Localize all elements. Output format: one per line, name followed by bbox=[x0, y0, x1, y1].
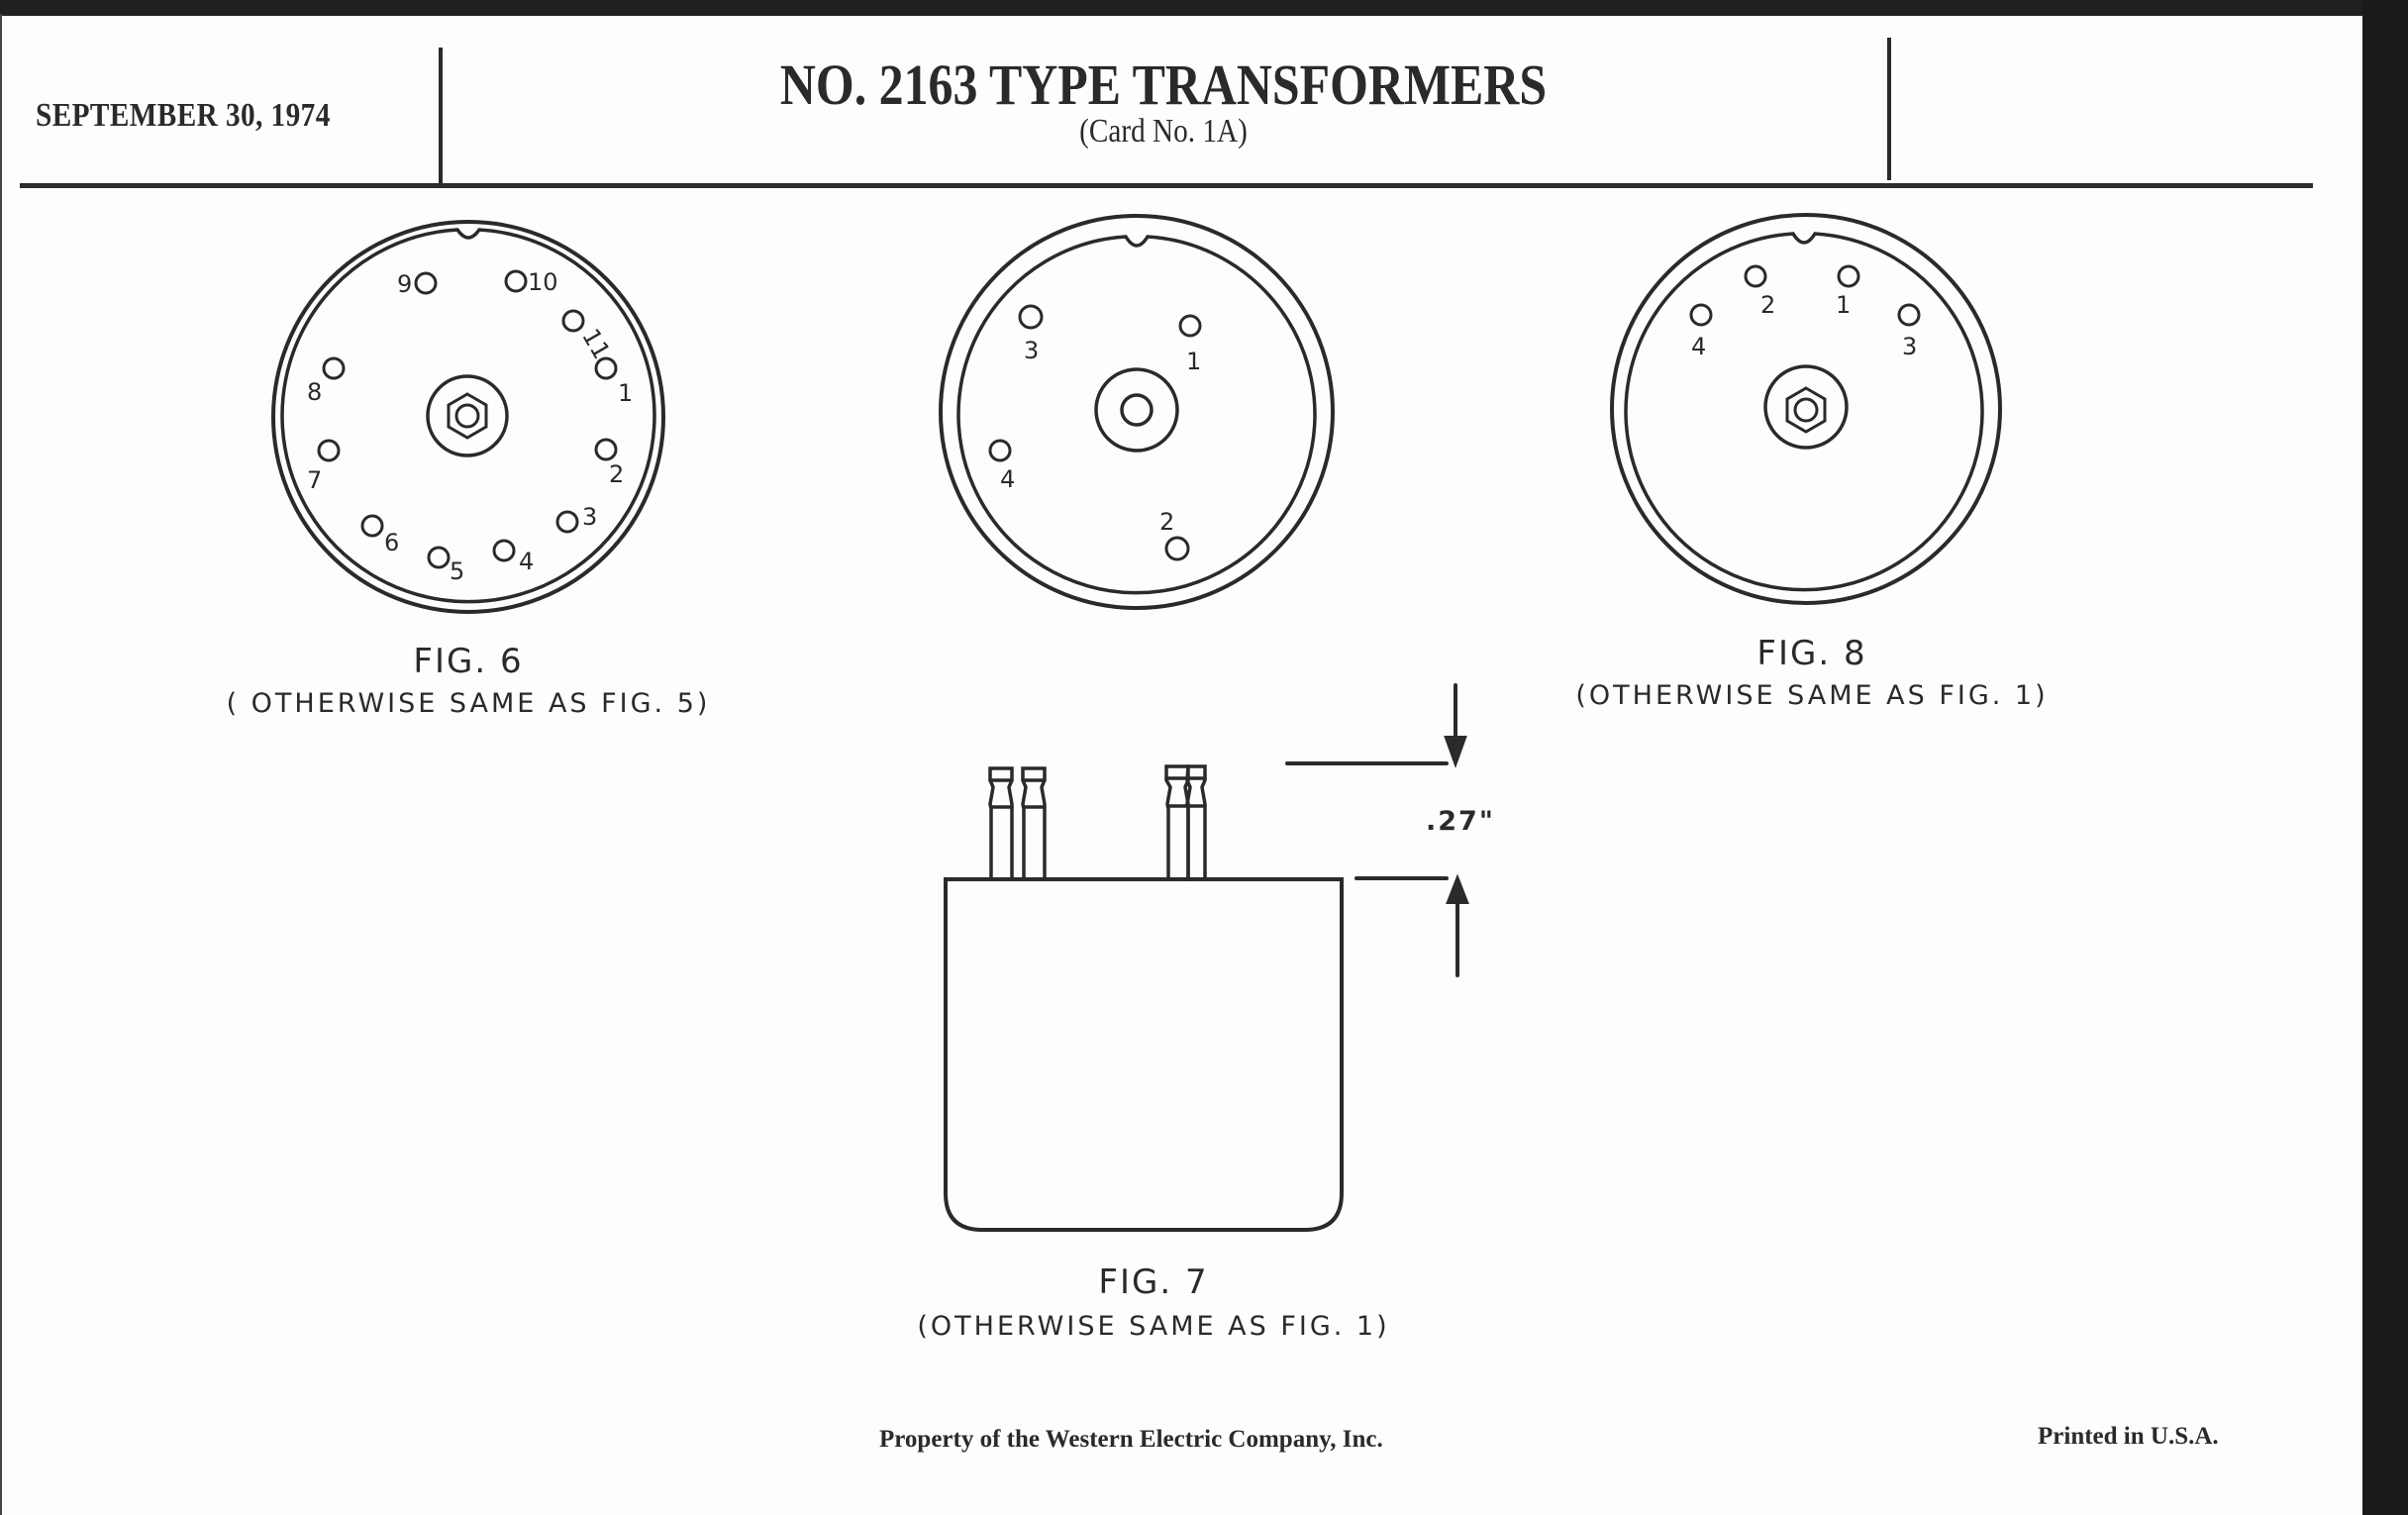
terminal-hole-10 bbox=[504, 269, 528, 293]
fig8-label-4: 4 bbox=[1691, 333, 1706, 360]
footer-printed: Printed in U.S.A. bbox=[2038, 1423, 2219, 1450]
scan-border-left bbox=[0, 14, 2, 1515]
fig8-label-1: 1 bbox=[1836, 291, 1851, 319]
fig6-center-boss bbox=[426, 374, 509, 457]
terminal-hole-4 bbox=[988, 439, 1012, 462]
fig8-center-boss bbox=[1763, 364, 1849, 450]
fig7-dimension-value: .27" bbox=[1426, 806, 1495, 837]
pin bbox=[988, 766, 1014, 880]
fig8-base-drawing bbox=[1610, 213, 2002, 605]
center-stud bbox=[1120, 393, 1154, 427]
center-label-1: 1 bbox=[1186, 348, 1201, 375]
terminal-hole-8 bbox=[322, 356, 346, 380]
card-subtitle: (Card No. 1A) bbox=[1079, 113, 1248, 150]
dim-arrow-top-head bbox=[1444, 736, 1467, 768]
fig8-inner-rim-with-key bbox=[1624, 232, 1984, 592]
fig6-base-drawing bbox=[271, 220, 665, 614]
terminal-hole-2 bbox=[1164, 536, 1190, 561]
fig6-label-2: 2 bbox=[609, 460, 624, 488]
fig6-note: ( OTHERWISE SAME AS FIG. 5) bbox=[226, 688, 711, 719]
terminal-hole-2 bbox=[1744, 264, 1767, 288]
header-divider-left bbox=[439, 48, 443, 186]
card-date: SEPTEMBER 30, 1974 bbox=[36, 97, 331, 134]
scan-border-right bbox=[2362, 0, 2408, 1515]
fig6-title: FIG. 6 bbox=[413, 642, 524, 681]
footer-property: Property of the Western Electric Company… bbox=[879, 1426, 1383, 1453]
fig6-label-5: 5 bbox=[450, 557, 464, 585]
terminal-hole-1 bbox=[594, 356, 618, 380]
fig6-stud bbox=[454, 403, 480, 429]
terminal-hole-3 bbox=[1018, 304, 1044, 330]
terminal-hole-9 bbox=[414, 271, 438, 295]
terminal-hole-3 bbox=[1897, 303, 1921, 327]
fig6-label-7: 7 bbox=[307, 466, 322, 494]
fig6-label-8: 8 bbox=[307, 378, 322, 406]
fig7-terminal-pins bbox=[988, 764, 1207, 880]
card-title: NO. 2163 TYPE TRANSFORMERS bbox=[779, 52, 1548, 117]
fig-center-base-drawing bbox=[939, 214, 1335, 610]
card bbox=[0, 14, 2362, 1515]
dim-arrow-bottom-head bbox=[1446, 873, 1469, 904]
header-divider-right bbox=[1887, 38, 1891, 180]
fig8-note: (OTHERWISE SAME AS FIG. 1) bbox=[1575, 680, 2049, 711]
fig8-label-2: 2 bbox=[1760, 291, 1775, 319]
fig6-label-9: 9 bbox=[397, 270, 412, 298]
fig8-stud bbox=[1793, 397, 1819, 423]
scan-border-top bbox=[0, 0, 2408, 16]
fig6-label-6: 6 bbox=[384, 529, 399, 556]
fig8-outer-rim bbox=[1610, 213, 2002, 605]
terminal-hole-6 bbox=[360, 514, 384, 538]
terminal-hole-2 bbox=[594, 438, 618, 461]
header-rule bbox=[20, 183, 2313, 188]
fig8-label-3: 3 bbox=[1902, 333, 1917, 360]
center-outer-rim bbox=[939, 214, 1335, 610]
fig8-hex-nut bbox=[1785, 386, 1827, 434]
terminal-hole-3 bbox=[555, 510, 579, 534]
terminal-hole-1 bbox=[1178, 314, 1202, 338]
fig7-can-body bbox=[944, 877, 1344, 1232]
fig6-inner-rim-with-key bbox=[280, 228, 656, 604]
center-label-2: 2 bbox=[1159, 508, 1174, 536]
center-label-4: 4 bbox=[1000, 465, 1015, 493]
center-boss bbox=[1094, 367, 1179, 453]
fig7-side-view bbox=[944, 683, 1469, 1232]
terminal-hole-11 bbox=[561, 309, 585, 333]
fig7-title: FIG. 7 bbox=[1098, 1262, 1209, 1302]
terminal-hole-4 bbox=[492, 539, 516, 562]
fig6-outer-rim bbox=[271, 220, 665, 614]
fig6-hex-nut bbox=[447, 392, 488, 440]
fig8-title: FIG. 8 bbox=[1756, 634, 1867, 673]
pin bbox=[1185, 764, 1207, 880]
pin bbox=[1164, 764, 1190, 880]
center-inner-rim-with-key bbox=[956, 235, 1317, 595]
terminal-hole-5 bbox=[427, 546, 451, 569]
fig7-note: (OTHERWISE SAME AS FIG. 1) bbox=[917, 1311, 1390, 1342]
center-label-3: 3 bbox=[1024, 337, 1039, 364]
pin bbox=[1021, 766, 1047, 880]
fig6-label-3: 3 bbox=[582, 503, 597, 531]
fig6-label-4: 4 bbox=[519, 548, 534, 575]
terminal-hole-1 bbox=[1837, 264, 1860, 288]
fig6-label-1: 1 bbox=[618, 379, 633, 407]
fig7-dimension bbox=[1285, 683, 1469, 977]
fig6-label-10: 10 bbox=[528, 268, 558, 296]
fig6-terminal-holes bbox=[317, 269, 618, 569]
terminal-hole-4 bbox=[1689, 303, 1713, 327]
terminal-hole-7 bbox=[317, 439, 341, 462]
